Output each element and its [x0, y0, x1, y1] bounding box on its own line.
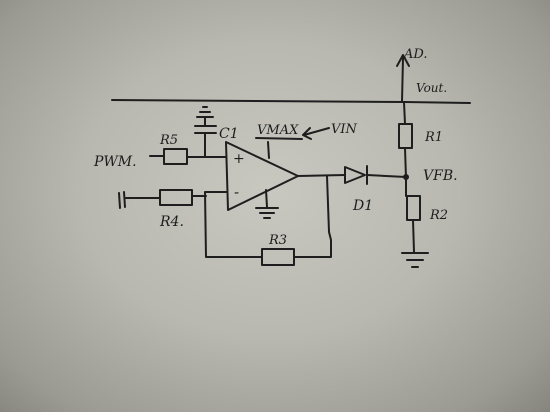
- pwm-label: PWM.: [93, 154, 137, 170]
- vmax-overline: [255, 137, 303, 140]
- vin-label: VIN: [331, 122, 358, 137]
- opamp-symbol: [225, 141, 299, 211]
- vfb-label: VFB.: [423, 168, 458, 184]
- r2-resistor: [406, 195, 421, 221]
- r2-label: R2: [429, 208, 448, 223]
- vout-label: Vout.: [416, 81, 447, 95]
- opamp-output-wire: [297, 174, 346, 177]
- vmax-label: VMAX: [257, 123, 299, 138]
- opamp-minus-label: -: [234, 183, 239, 201]
- ad-arrow-icon: [396, 54, 410, 103]
- diode-to-vfb-wire: [366, 174, 407, 178]
- vmax-supply-wire: [267, 141, 270, 159]
- r3-resistor: [261, 248, 295, 266]
- r5-label: R5: [159, 133, 178, 148]
- ad-label: AD.: [403, 47, 427, 62]
- r3-label: R3: [268, 233, 287, 248]
- feedback-wire: [293, 175, 332, 258]
- r1-label: R1: [424, 130, 443, 145]
- c1-ground-icon: [196, 106, 214, 118]
- opamp-ground-wire: [265, 189, 268, 208]
- output-node-wire: [403, 101, 406, 125]
- r4-resistor: [159, 189, 193, 206]
- opamp-plus-label: +: [233, 151, 245, 167]
- d1-label: D1: [352, 198, 373, 214]
- vin-arrow-icon: [302, 127, 330, 140]
- top-rail-wire: [111, 99, 471, 104]
- r5-resistor: [163, 148, 188, 165]
- c1-capacitor: [194, 125, 217, 134]
- r2-to-ground-wire: [412, 219, 415, 253]
- r4-label: R4.: [159, 214, 184, 230]
- r1-resistor: [398, 123, 413, 149]
- ground-right-icon: [401, 252, 429, 268]
- r3-to-inverting-wire: [204, 191, 263, 258]
- left-terminal-icon: [118, 191, 126, 209]
- c1-label: C1: [219, 126, 239, 142]
- d1-diode: [344, 165, 368, 185]
- opamp-ground-icon: [255, 207, 279, 219]
- r1-to-vfb-wire: [404, 147, 407, 179]
